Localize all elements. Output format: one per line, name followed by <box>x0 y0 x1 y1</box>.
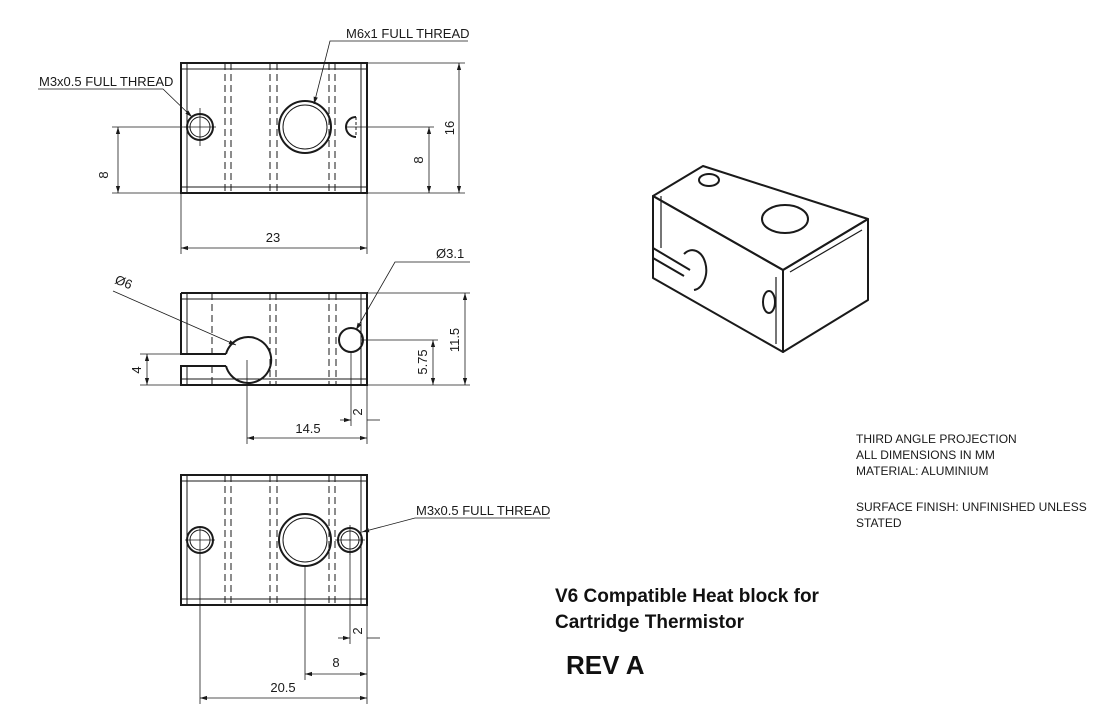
label-mid-2: 2 <box>350 408 365 415</box>
iso-top-face <box>652 165 869 271</box>
label-mid-4: 4 <box>129 366 144 373</box>
label-mid-14-5: 14.5 <box>295 421 320 436</box>
bottom-view <box>180 474 550 704</box>
note-surface-finish: SURFACE FINISH: UNFINISHED UNLESS <box>856 500 1087 514</box>
label-dia-3-1: Ø3.1 <box>436 246 464 261</box>
top-view-outline <box>180 62 368 194</box>
bottom-view-outline <box>180 474 368 606</box>
title-line-2: Cartridge Thermistor <box>555 612 744 633</box>
label-m6-thread: M6x1 FULL THREAD <box>346 26 470 41</box>
label-top-right-8: 8 <box>411 156 426 163</box>
iso-front-face <box>652 195 784 353</box>
label-bottom-20-5: 20.5 <box>270 680 295 695</box>
isometric-view <box>652 165 869 353</box>
label-top-16: 16 <box>442 121 457 135</box>
title-line-1: V6 Compatible Heat block for <box>555 586 819 607</box>
label-bottom-2: 2 <box>350 627 365 634</box>
label-bottom-8: 8 <box>332 655 339 670</box>
iso-m3-hole <box>698 173 720 187</box>
iso-right-face <box>782 218 869 353</box>
label-bottom-m3-thread: M3x0.5 FULL THREAD <box>416 503 550 518</box>
label-top-m3-thread: M3x0.5 FULL THREAD <box>39 74 173 89</box>
revision-label: REV A <box>566 650 645 680</box>
front-thermistor-hole <box>338 327 364 353</box>
bottom-m6-hole <box>278 513 332 567</box>
label-dia-6: Ø6 <box>113 272 135 292</box>
front-heater-hole <box>225 336 273 384</box>
front-view <box>112 261 470 444</box>
note-projection: THIRD ANGLE PROJECTION <box>856 432 1017 446</box>
label-mid-5-75: 5.75 <box>415 349 430 374</box>
note-stated: STATED <box>856 516 902 530</box>
note-material: MATERIAL: ALUMINIUM <box>856 464 989 478</box>
note-units: ALL DIMENSIONS IN MM <box>856 448 995 462</box>
label-top-left-8: 8 <box>96 171 111 178</box>
top-view <box>38 40 468 254</box>
label-top-23: 23 <box>266 230 280 245</box>
iso-side-hole <box>762 290 776 314</box>
iso-m6-hole <box>761 204 809 234</box>
label-mid-11-5: 11.5 <box>447 328 462 352</box>
top-m6-hole <box>278 100 332 154</box>
